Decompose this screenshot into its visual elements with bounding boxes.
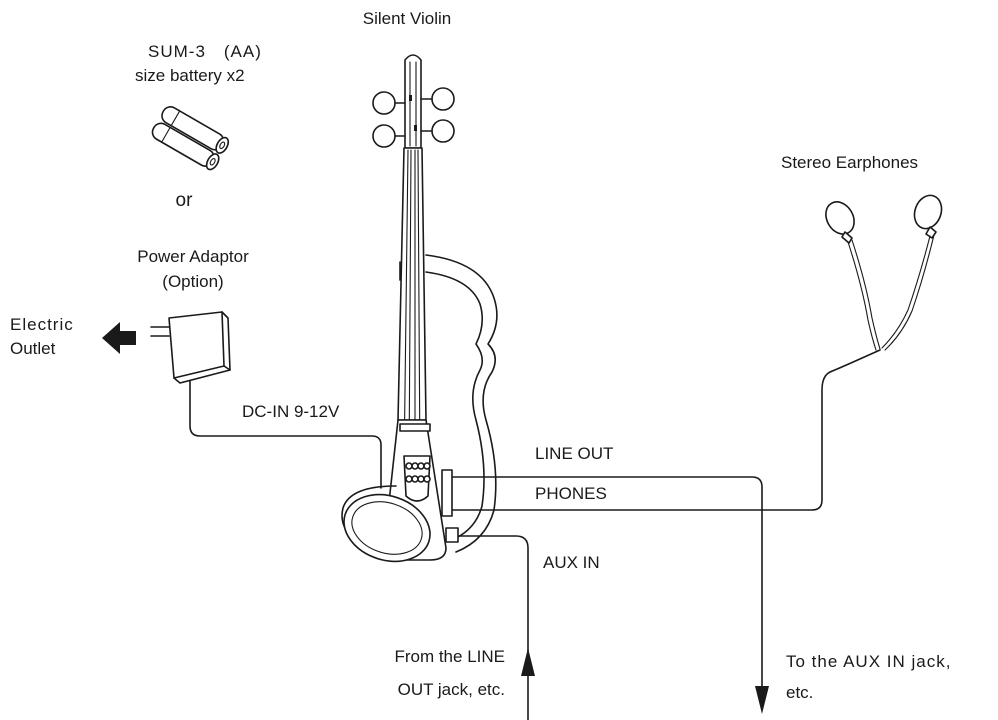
or-label: or (176, 190, 194, 211)
left-arrow-icon (102, 322, 136, 354)
power-adaptor-icon (150, 311, 382, 489)
line-out-cable (444, 476, 763, 691)
aux-in-label: AUX IN (543, 553, 600, 572)
from-label-line1: From the LINE (394, 647, 505, 666)
up-arrow-icon (521, 648, 535, 676)
line-out-label: LINE OUT (535, 444, 613, 463)
adaptor-label-line2: (Option) (162, 272, 223, 291)
adaptor-label-line1: Power Adaptor (137, 247, 249, 266)
silent-violin-icon (341, 54, 498, 563)
from-label-line2: OUT jack, etc. (398, 680, 505, 699)
down-arrow-icon (755, 686, 769, 714)
aa-battery-icon (151, 106, 230, 171)
violin-label: Silent Violin (363, 9, 452, 28)
phones-label: PHONES (535, 484, 607, 503)
battery-label-line2: size battery x2 (135, 66, 245, 85)
outlet-label-line1: Electric (10, 315, 74, 334)
battery-label-line1: SUM-3 (AA) (148, 42, 262, 61)
to-label-line2: etc. (786, 683, 813, 702)
dc-in-label: DC-IN 9-12V (242, 402, 340, 421)
earphones-icon (451, 194, 943, 511)
outlet-label-line2: Outlet (10, 339, 56, 358)
earphones-label: Stereo Earphones (781, 153, 918, 172)
to-label-line1: To the AUX IN jack, (786, 652, 951, 671)
aux-in-cable (455, 535, 529, 720)
